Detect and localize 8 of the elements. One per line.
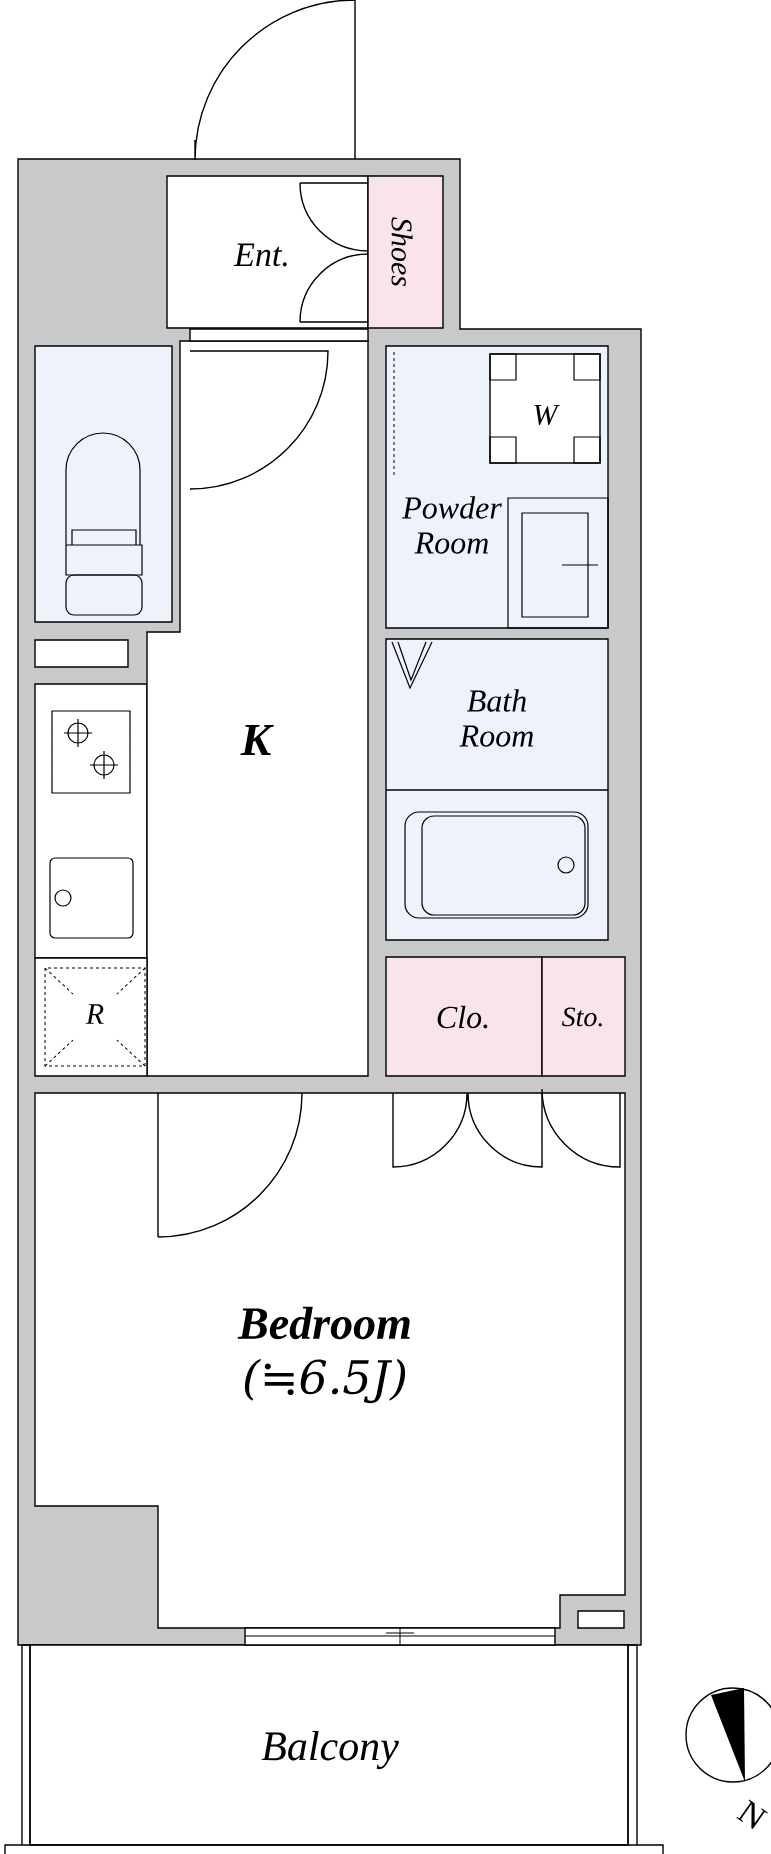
bath-room: Bath Room — [385, 638, 609, 941]
washer-space: W — [489, 353, 601, 464]
toilet-room — [34, 345, 173, 623]
shoe-cupboard: Shoes — [367, 175, 444, 329]
north-label: N — [736, 1799, 768, 1830]
closet: Clo. — [385, 956, 543, 1077]
fridge-space: R — [34, 957, 148, 1077]
storage: Sto. — [541, 956, 626, 1077]
